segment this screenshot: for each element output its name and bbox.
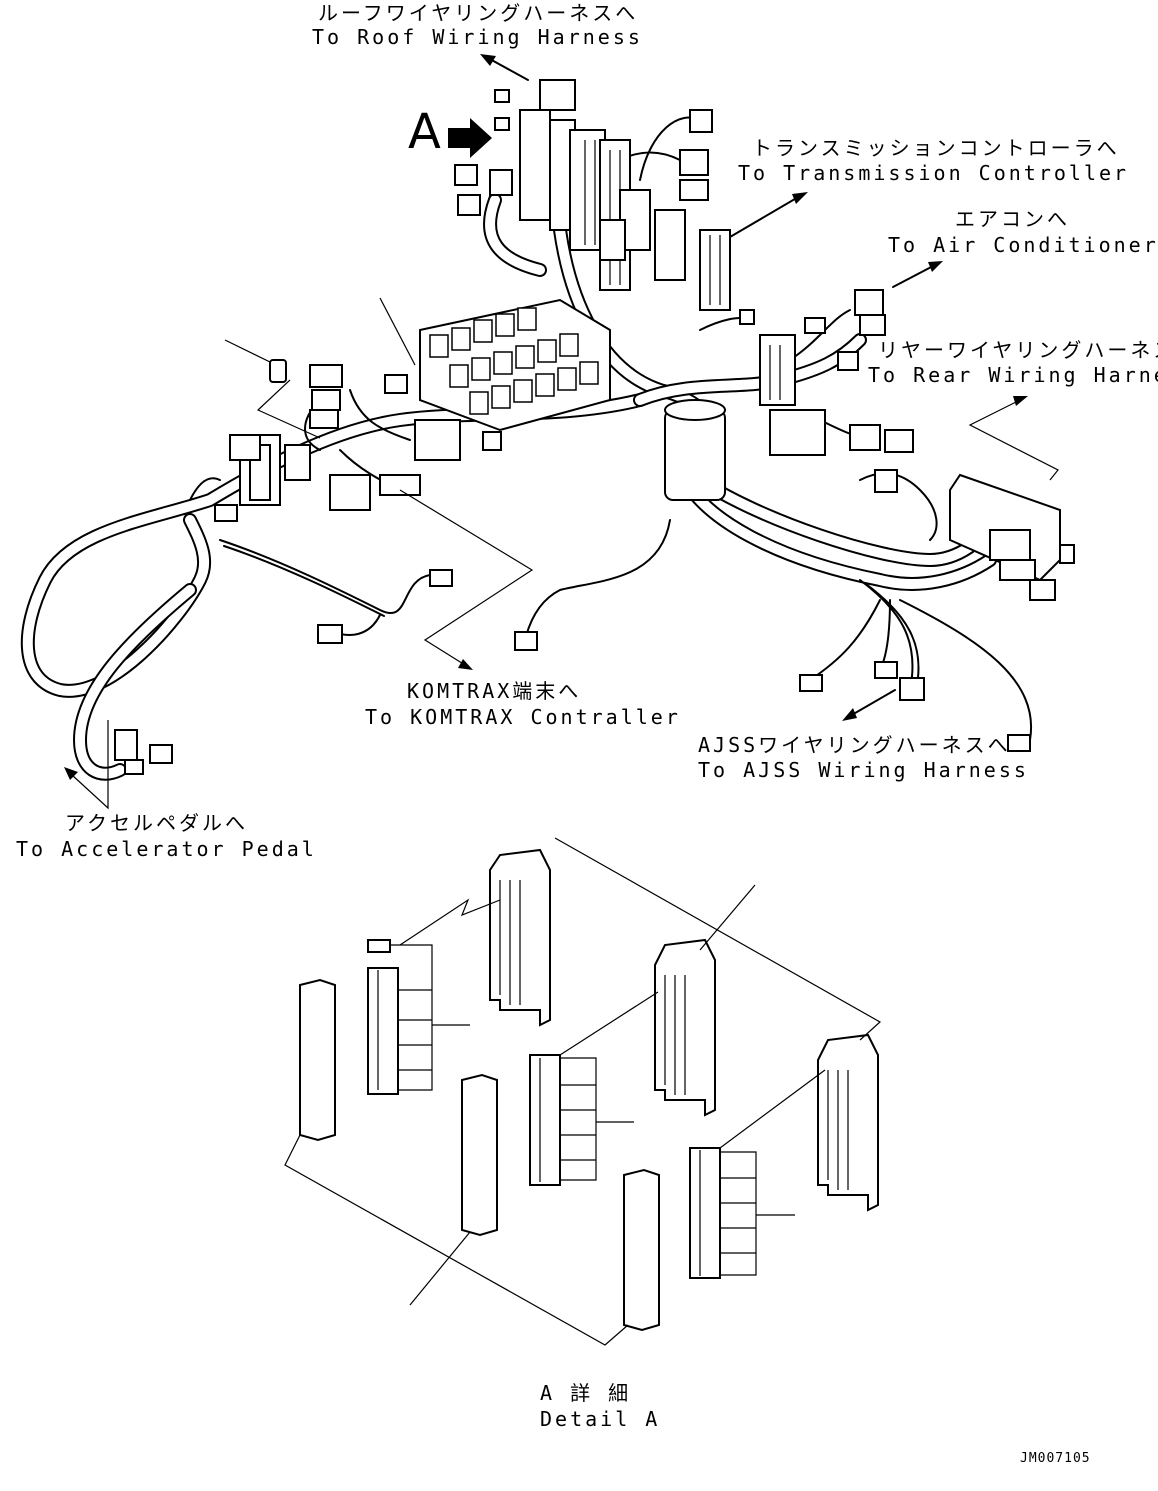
komtrax-label-en: To KOMTRAX Contraller <box>365 705 681 729</box>
aircon-label-jp: エアコンへ <box>955 207 1070 231</box>
connector-icon <box>114 729 138 761</box>
aircon-label-en: To Air Conditioner <box>888 233 1158 257</box>
connector-icon <box>454 164 478 186</box>
connector-icon <box>1007 734 1031 752</box>
connector-icon <box>124 759 144 775</box>
connector-icon <box>884 429 914 453</box>
connector-icon <box>679 179 709 201</box>
connector-icon <box>689 109 713 133</box>
callout-a-label: A <box>408 104 441 160</box>
komtrax-label-jp: KOMTRAX端末へ <box>407 679 581 703</box>
ajss-label-jp: AJSSワイヤリングハーネスへ <box>698 733 1011 757</box>
connector-icon <box>899 677 925 701</box>
roof-label-jp: ルーフワイヤリングハーネスへ <box>318 1 638 25</box>
arrow-icon <box>842 708 857 721</box>
connector-icon <box>269 359 287 383</box>
arrow-icon <box>448 118 492 158</box>
pedal-label-jp: アクセルペダルへ <box>65 811 248 835</box>
relay-block-icon <box>519 79 651 291</box>
connector-icon <box>874 469 898 493</box>
connector-icon <box>311 389 341 411</box>
connector-icon <box>379 474 421 496</box>
detail-label-jp: A 詳 細 <box>540 1381 631 1405</box>
pedal-label-en: To Accelerator Pedal <box>16 837 317 861</box>
connector-icon <box>489 848 551 1027</box>
arrow-icon <box>64 767 78 780</box>
connector-icon <box>514 631 538 651</box>
connector-icon <box>689 1147 795 1279</box>
connector-group <box>114 79 1075 775</box>
relay-block-icon <box>654 209 731 311</box>
connector-icon <box>489 169 513 196</box>
connector-icon <box>769 409 826 456</box>
connector-icon <box>623 1168 660 1332</box>
connector-icon <box>461 1073 498 1237</box>
arrow-icon <box>792 192 808 204</box>
arrow-icon <box>480 54 496 66</box>
ajss-label-en: To AJSS Wiring Harness <box>698 758 1029 782</box>
connector-icon <box>494 117 510 131</box>
transmission-label-en: To Transmission Controller <box>738 161 1129 185</box>
connector-icon <box>654 938 716 1117</box>
connector-icon <box>679 149 709 176</box>
connector-icon <box>739 309 755 325</box>
connector-icon <box>759 334 796 406</box>
connector-icon <box>367 939 470 1095</box>
connector-icon <box>859 314 886 336</box>
connector-icon <box>482 431 502 451</box>
rear-label-jp: リヤーワイヤリングハーネスへ <box>878 338 1158 362</box>
connector-icon <box>837 351 859 371</box>
connector-icon <box>429 569 453 587</box>
connector-icon <box>804 317 826 334</box>
transmission-label-jp: トランスミッションコントローラへ <box>752 136 1120 160</box>
connector-icon <box>799 674 823 692</box>
arrow-icon <box>458 659 473 670</box>
connector-icon <box>384 374 408 394</box>
drawing-code: JM007105 <box>1020 1451 1091 1466</box>
labels: A ルーフワイヤリングハーネスへ To Roof Wiring Harness … <box>16 1 1158 1466</box>
connector-icon <box>149 744 173 764</box>
relay-block-icon <box>949 473 1075 601</box>
connector-icon <box>854 289 884 316</box>
connector-icon <box>309 364 343 388</box>
connector-icon <box>214 504 238 522</box>
connector-icon <box>457 194 481 216</box>
detail-a <box>284 837 882 1346</box>
detail-label-en: Detail A <box>540 1407 660 1431</box>
connector-icon <box>849 424 881 451</box>
connector-icon <box>329 474 371 511</box>
callout-arrows <box>64 54 1059 810</box>
rear-label-en: To Rear Wiring Harness <box>868 363 1158 387</box>
connector-icon <box>414 419 461 461</box>
connector-icon <box>817 1033 879 1212</box>
connector-icon <box>299 978 336 1142</box>
connector-icon <box>317 624 343 644</box>
connector-icon <box>309 409 339 429</box>
arrow-icon <box>928 261 943 272</box>
relay-block-icon <box>419 298 611 432</box>
connector-icon <box>529 1054 634 1186</box>
connector-icon <box>494 89 510 103</box>
connector-icon <box>874 661 898 679</box>
roof-label-en: To Roof Wiring Harness <box>312 25 643 49</box>
arrow-icon <box>1013 396 1028 406</box>
